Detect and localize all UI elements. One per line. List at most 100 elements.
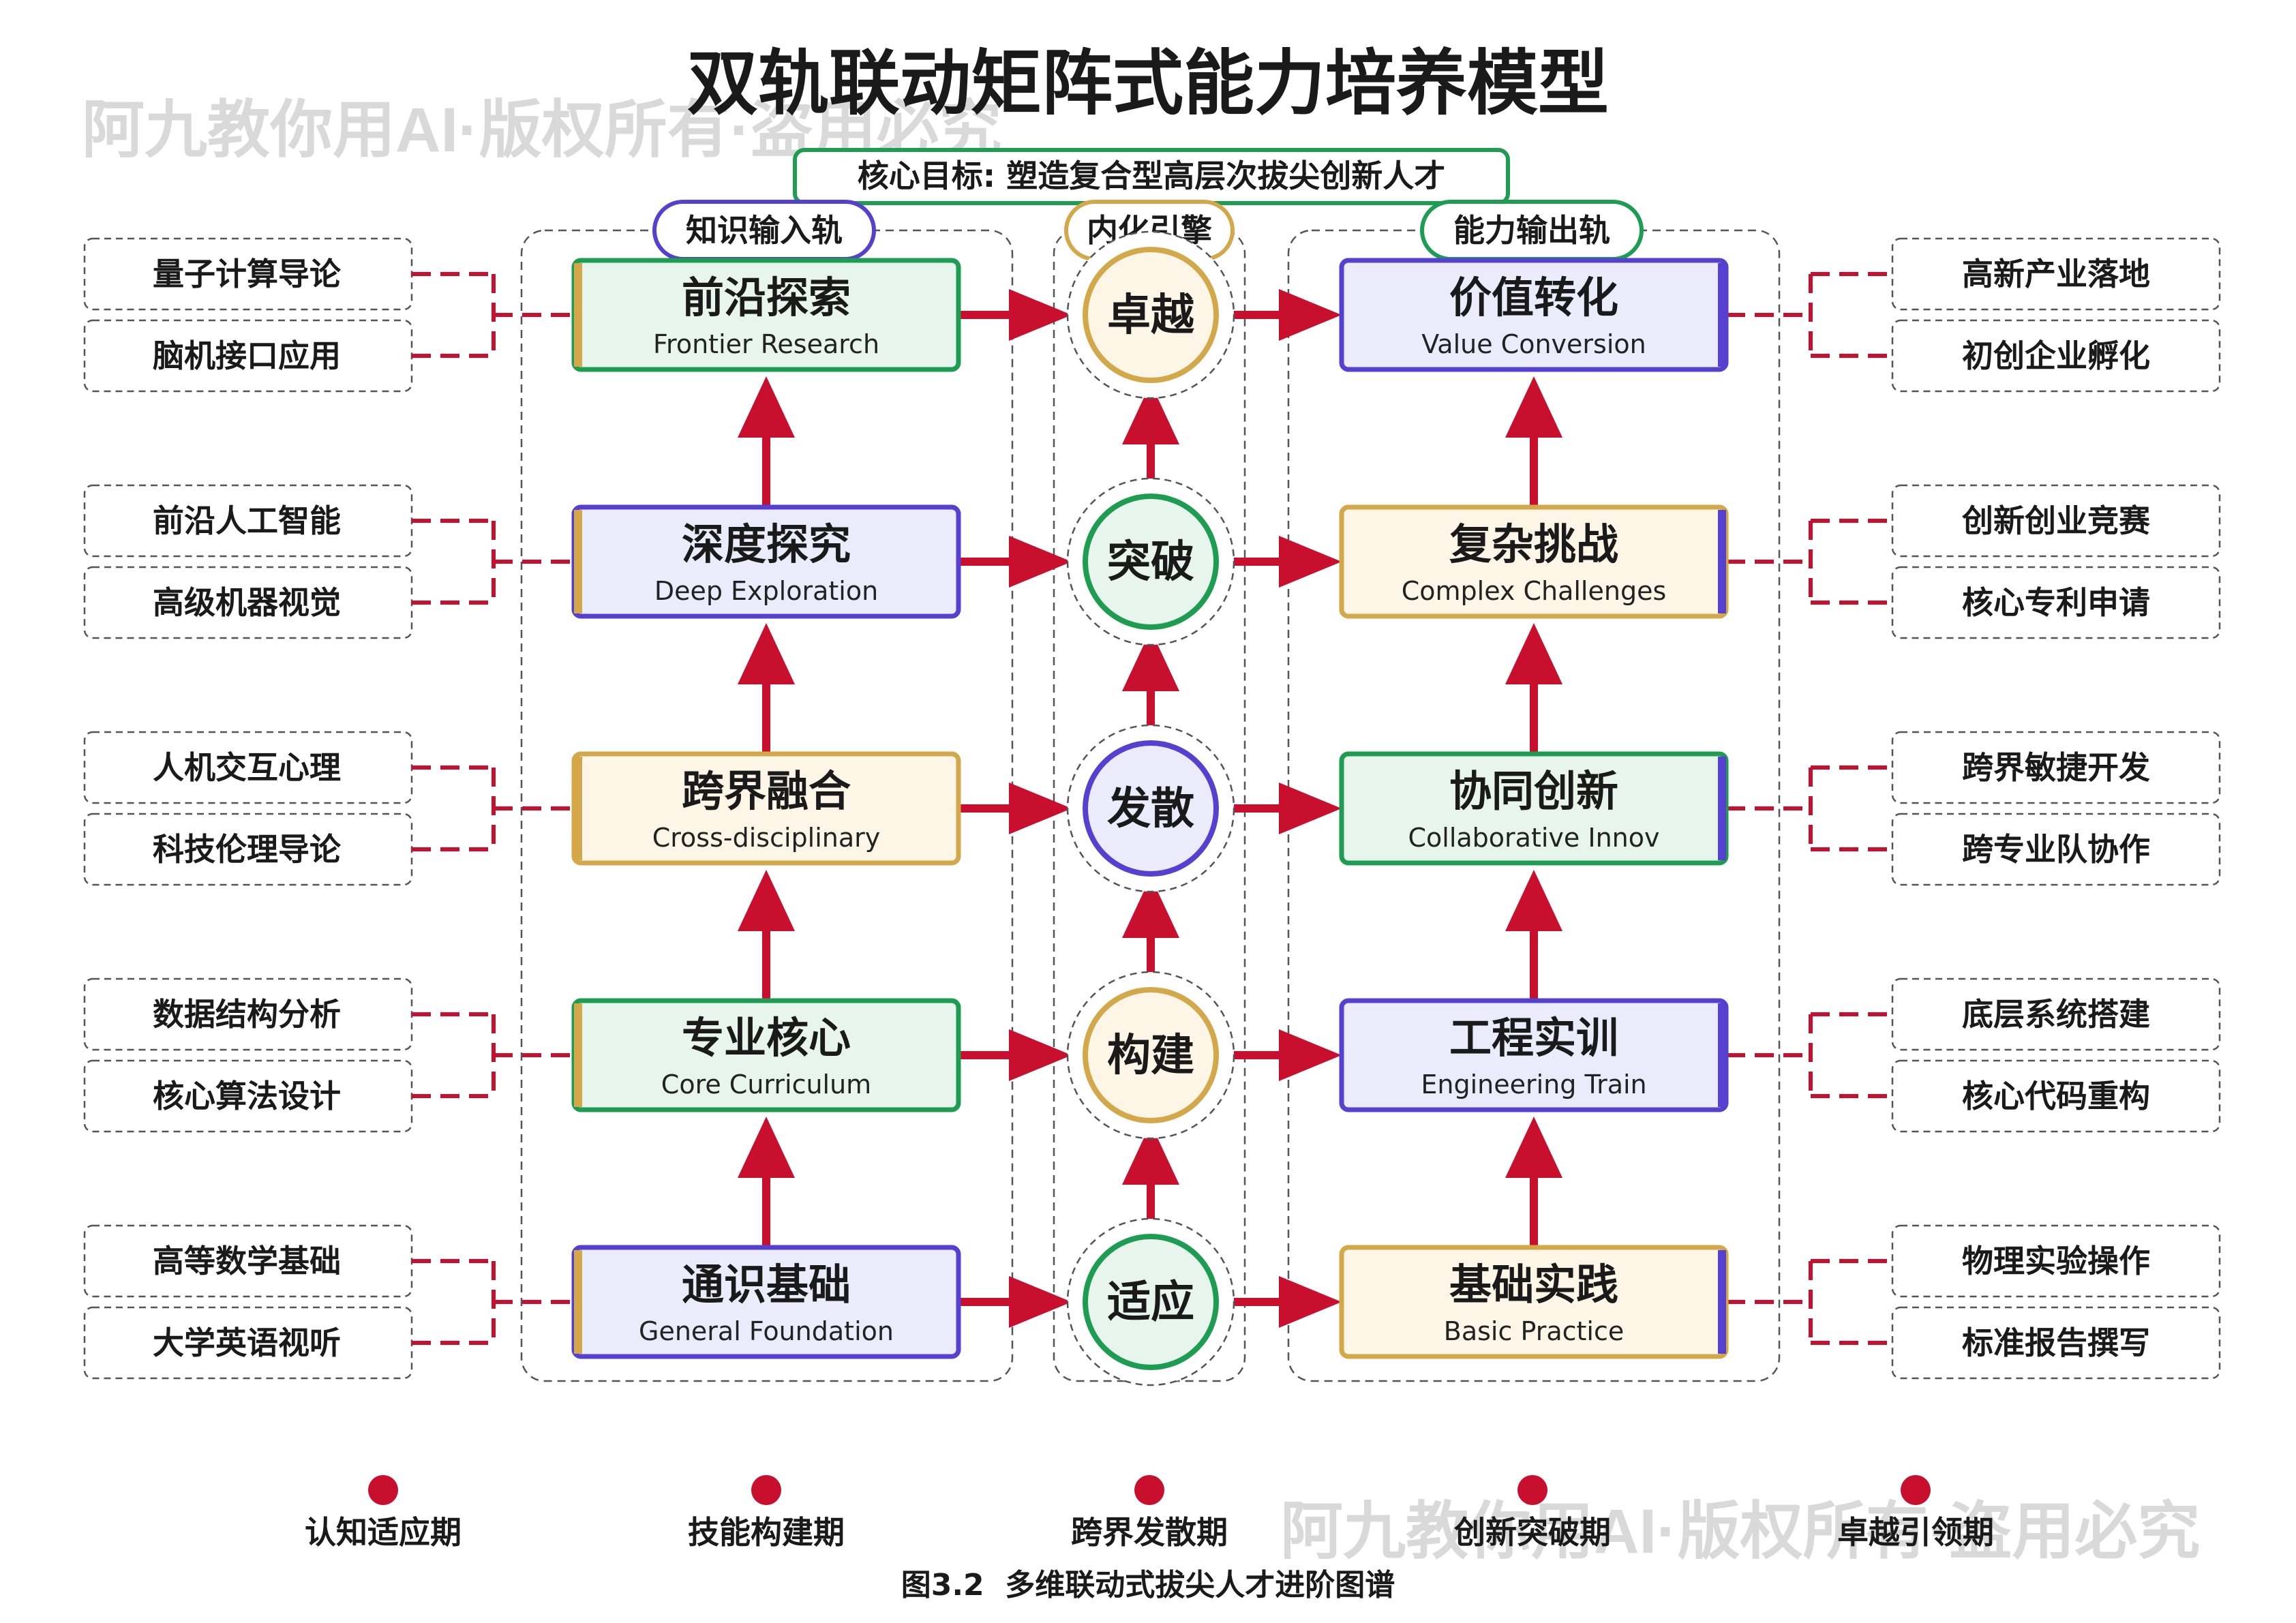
- engine-up-arrow: [1122, 383, 1179, 491]
- timeline-dot: [1134, 1475, 1164, 1505]
- engine-node-label: 卓越: [1107, 290, 1195, 341]
- knowledge-stage-box: 前沿探索 Frontier Research: [571, 258, 961, 372]
- engine-up-arrow: [1122, 630, 1179, 738]
- output-outcome-label: 标准报告撰写: [1962, 1324, 2150, 1361]
- stage-title-zh: 深度探究: [682, 519, 851, 569]
- knowledge-stage-box: 深度探究 Deep Exploration: [571, 504, 961, 619]
- timeline-phase-label: 技能构建期: [688, 1514, 845, 1551]
- output-outcome-label: 跨专业队协作: [1962, 831, 2150, 868]
- timeline-phase-label: 卓越引领期: [1837, 1514, 1994, 1551]
- stage-title-zh: 跨界融合: [682, 766, 851, 816]
- right-up-arrow: [1505, 623, 1562, 754]
- stage-title-en: Value Conversion: [1421, 329, 1646, 359]
- stage-title-en: Cross-disciplinary: [652, 823, 881, 853]
- input-course-label: 高等数学基础: [153, 1243, 341, 1279]
- right-up-arrow: [1505, 376, 1562, 507]
- stage-title-zh: 协同创新: [1449, 766, 1618, 816]
- knowledge-stage-box: 专业核心 Core Curriculum: [571, 998, 961, 1112]
- stage-title-en: Core Curriculum: [661, 1070, 871, 1099]
- engine-node: 突破: [1066, 477, 1235, 646]
- engine-node: 适应: [1066, 1217, 1235, 1386]
- ability-stage-box: 价值转化 Value Conversion: [1339, 258, 1729, 372]
- engine-to-right-arrow: [1230, 289, 1342, 341]
- left-up-arrow: [738, 376, 795, 507]
- stage-title-en: Collaborative Innov: [1408, 823, 1660, 853]
- stage-title-en: Engineering Train: [1421, 1070, 1646, 1099]
- engine-node-label: 适应: [1107, 1277, 1194, 1328]
- figure-caption: 图3.2 多维联动式拔尖人才进阶图谱: [901, 1568, 1395, 1603]
- input-course-label: 科技伦理导论: [153, 831, 342, 868]
- input-course-label: 人机交互心理: [153, 749, 341, 786]
- timeline-dot: [751, 1475, 781, 1505]
- stage-title-zh: 价值转化: [1449, 273, 1618, 322]
- stage-title-zh: 基础实践: [1449, 1260, 1618, 1309]
- engine-node-label: 突破: [1107, 537, 1194, 588]
- engine-node-label: 构建: [1107, 1031, 1194, 1081]
- stage-title-en: Deep Exploration: [654, 576, 878, 606]
- input-course-label: 数据结构分析: [153, 996, 341, 1033]
- output-outcome-box: [1891, 731, 2221, 804]
- stage-title-zh: 复杂挑战: [1449, 519, 1618, 569]
- engine-to-right-arrow: [1230, 536, 1342, 588]
- ability-stage-box: 复杂挑战 Complex Challenges: [1339, 504, 1729, 619]
- output-outcome-box: [1891, 237, 2221, 311]
- engine-node: 构建: [1066, 971, 1235, 1140]
- box-accent-bar: [1718, 1250, 1726, 1354]
- stage-title-zh: 专业核心: [682, 1013, 851, 1063]
- stage-title-en: General Foundation: [639, 1316, 894, 1346]
- timeline-dot: [1517, 1475, 1547, 1505]
- right-up-arrow: [1505, 1117, 1562, 1247]
- ability-stage-box: 基础实践 Basic Practice: [1339, 1245, 1729, 1359]
- box-accent-bar: [1718, 757, 1726, 860]
- right-up-arrow: [1505, 870, 1562, 1001]
- output-outcome-box: [1891, 566, 2221, 639]
- output-outcome-label: 核心专利申请: [1962, 584, 2150, 621]
- watermark-text: 阿九教你用AI·版权所有·盗用必究: [1280, 1497, 2200, 1566]
- left-up-arrow: [738, 623, 795, 754]
- engine-to-right-arrow: [1230, 1029, 1342, 1081]
- left-up-arrow: [738, 1117, 795, 1247]
- output-outcome-box: [1891, 484, 2221, 558]
- core-goal-text: 核心目标: 塑造复合型高层次拔尖创新人才: [858, 157, 1445, 194]
- box-accent-bar: [574, 1250, 582, 1354]
- engine-node: 卓越: [1066, 230, 1235, 399]
- left-to-engine-arrow: [958, 1276, 1072, 1328]
- output-outcome-box: [1891, 319, 2221, 393]
- ability-stage-box: 工程实训 Engineering Train: [1339, 998, 1729, 1112]
- stage-title-zh: 工程实训: [1449, 1013, 1618, 1063]
- input-course-label: 前沿人工智能: [153, 502, 341, 539]
- box-accent-bar: [1718, 263, 1726, 367]
- engine-up-arrow: [1122, 1123, 1179, 1231]
- timeline-phase-label: 跨界发散期: [1071, 1514, 1228, 1551]
- left-to-engine-arrow: [958, 536, 1072, 588]
- stage-title-en: Frontier Research: [653, 329, 879, 359]
- output-outcome-label: 初创企业孵化: [1962, 337, 2150, 374]
- timeline-phase-label: 认知适应期: [305, 1514, 462, 1551]
- knowledge-stage-box: 跨界融合 Cross-disciplinary: [571, 751, 961, 866]
- engine-node-label: 发散: [1107, 784, 1194, 834]
- output-outcome-box: [1891, 977, 2221, 1051]
- box-accent-bar: [574, 263, 582, 367]
- diagram-title: 双轨联动矩阵式能力培养模型: [687, 42, 1609, 125]
- engine-to-right-arrow: [1230, 783, 1342, 834]
- box-accent-bar: [1718, 1003, 1726, 1107]
- stage-title-en: Basic Practice: [1444, 1316, 1624, 1346]
- left-up-arrow: [738, 870, 795, 1001]
- stage-title-en: Complex Challenges: [1402, 576, 1667, 606]
- output-outcome-box: [1891, 813, 2221, 886]
- box-accent-bar: [574, 1003, 582, 1107]
- box-accent-bar: [574, 757, 582, 860]
- stage-title-zh: 前沿探索: [682, 273, 851, 322]
- left-to-engine-arrow: [958, 1029, 1072, 1081]
- engine-up-arrow: [1122, 877, 1179, 984]
- output-outcome-label: 创新创业竞赛: [1962, 502, 2151, 539]
- output-outcome-label: 高新产业落地: [1962, 256, 2150, 292]
- input-course-label: 量子计算导论: [153, 256, 342, 292]
- input-course-label: 核心算法设计: [153, 1078, 341, 1114]
- left-to-engine-arrow: [958, 783, 1072, 834]
- output-outcome-label: 核心代码重构: [1962, 1078, 2150, 1114]
- timeline-phase-label: 创新突破期: [1454, 1514, 1611, 1551]
- engine-to-right-arrow: [1230, 1276, 1342, 1328]
